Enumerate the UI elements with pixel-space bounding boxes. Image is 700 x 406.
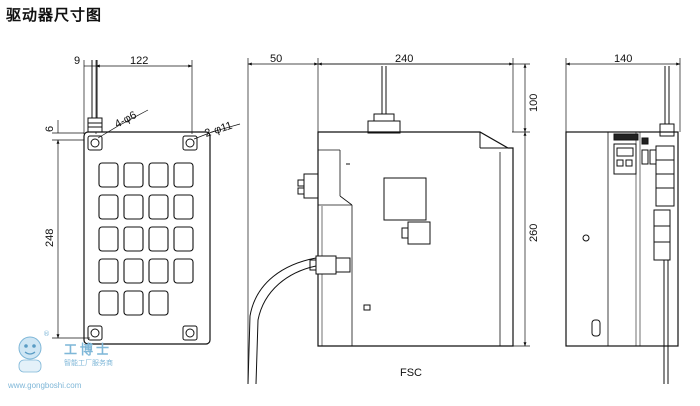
dim-top-100: 100 bbox=[528, 94, 540, 112]
dim-offset-9: 9 bbox=[74, 55, 80, 67]
watermark-registered-mark: ® bbox=[43, 330, 50, 338]
dim-left-50: 50 bbox=[270, 53, 282, 65]
watermark-url: www.gongboshi.com bbox=[7, 381, 82, 390]
dim-height-260: 260 bbox=[528, 224, 540, 242]
dim-top-6: 6 bbox=[44, 126, 56, 132]
hole-small-callout: 4-φ6 bbox=[113, 109, 139, 130]
watermark-tagline: 智能工厂服务商 bbox=[64, 358, 113, 367]
side-view bbox=[565, 58, 681, 384]
dim-width-140: 140 bbox=[614, 53, 632, 65]
watermark-logo: ® 工博士 智能工厂服务商 www.gongboshi.com bbox=[7, 330, 113, 390]
hole-large-callout: 2-φ11 bbox=[203, 120, 234, 140]
dim-height-248: 248 bbox=[44, 229, 56, 247]
dim-width-240: 240 bbox=[395, 53, 413, 65]
dim-width-122: 122 bbox=[130, 55, 148, 67]
model-label: FSC bbox=[400, 367, 422, 379]
back-view bbox=[52, 60, 241, 345]
watermark-brand: 工博士 bbox=[64, 342, 112, 358]
front-view bbox=[247, 58, 530, 385]
heatsink-fins bbox=[98, 162, 194, 316]
page-title: 驱动器尺寸图 bbox=[6, 6, 103, 24]
